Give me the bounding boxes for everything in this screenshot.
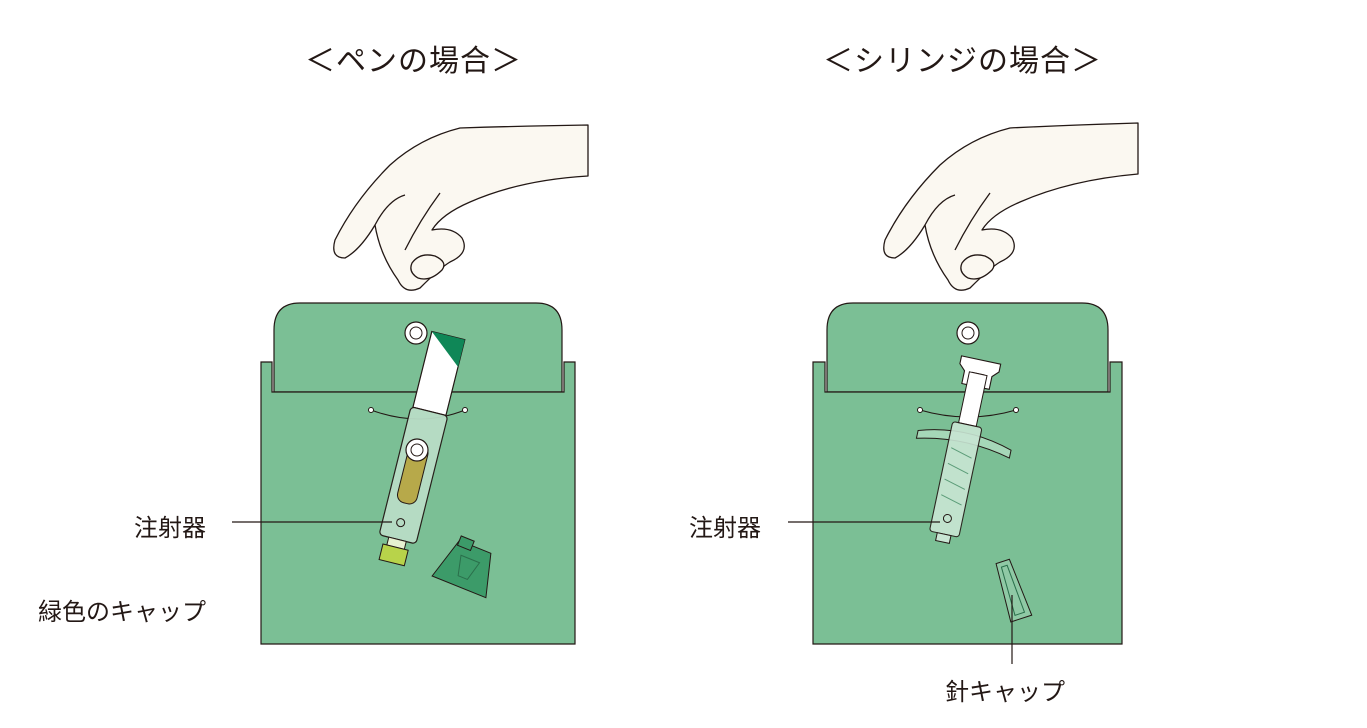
pen-panel: ＜ペンの場合＞: [0, 0, 680, 728]
syringe-injector: [915, 355, 1012, 544]
syringe-illustration: [788, 122, 1139, 664]
green-cap-icon: [431, 535, 492, 599]
pen-illustration: [232, 124, 589, 645]
needle-cap-label: 針キャップ: [945, 678, 1065, 706]
pen-injector-label: 注射器: [134, 514, 206, 542]
syringe-injector-label: 注射器: [689, 514, 761, 542]
pouch-back-flap: [273, 302, 563, 393]
syringe-panel: ＜シリンジの場合＞: [680, 0, 1367, 728]
hand-icon: [883, 122, 1139, 291]
needle-cap-icon: [995, 558, 1033, 623]
pen-cap-label: 緑色のキャップ: [38, 598, 206, 626]
pouch-front: [812, 361, 1123, 645]
syringe-heading: ＜シリンジの場合＞: [823, 44, 1102, 79]
pouch-hole-top: [404, 321, 428, 345]
pouch-hole-top: [956, 321, 980, 345]
pouch-back-flap: [826, 302, 1109, 393]
pouch-hole-middle: [405, 438, 429, 462]
hand-icon: [333, 124, 589, 291]
pen-heading: ＜ペンの場合＞: [305, 44, 522, 79]
